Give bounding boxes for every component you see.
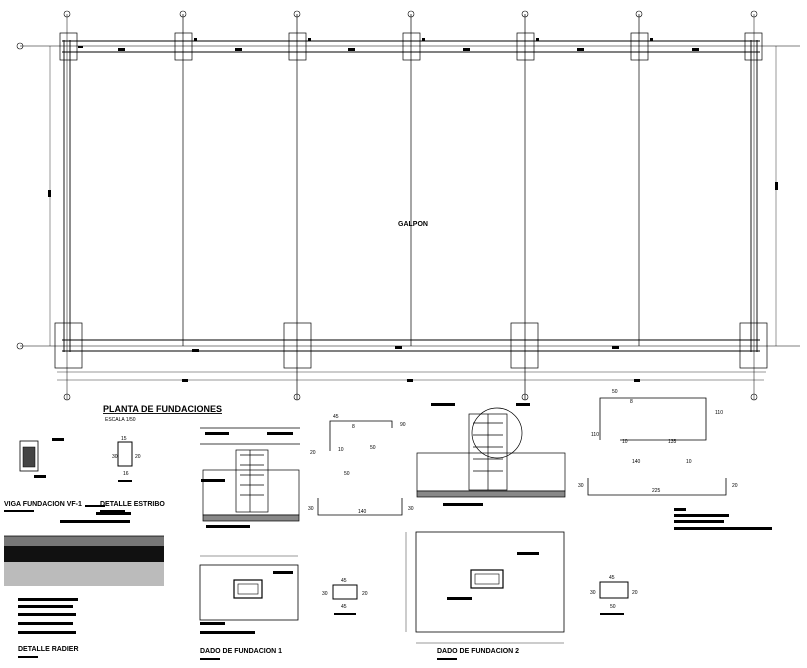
svg-text:50: 50 (344, 471, 350, 477)
svg-text:30: 30 (322, 591, 328, 597)
svg-text:140: 140 (358, 509, 367, 515)
dado-fundacion-2: DADO DE FUNDACION 2 (405, 531, 565, 660)
svg-text:10: 10 (686, 459, 692, 465)
stirrup-2: 45 30 50 20 (590, 575, 638, 615)
viga-fundacion-detail: VIGA FUNDACION VF-1 (4, 438, 82, 512)
svg-text:135: 135 (668, 439, 677, 445)
svg-text:10: 10 (338, 447, 344, 453)
estribo-title: DETALLE ESTRIBO (100, 501, 165, 508)
stirrup-1: 45 30 45 20 (322, 578, 368, 615)
svg-text:30: 30 (408, 506, 414, 512)
svg-text:30: 30 (578, 483, 584, 489)
svg-text:45: 45 (609, 575, 615, 581)
svg-text:50: 50 (370, 445, 376, 451)
svg-text:8: 8 (352, 424, 355, 430)
svg-text:30: 30 (590, 590, 596, 596)
estribo-detail: 15 30 20 16 DETALLE ESTRIBO (100, 436, 165, 512)
svg-text:20: 20 (310, 450, 316, 456)
svg-text:10: 10 (622, 439, 628, 445)
radier-detail: DETALLE RADIER (4, 505, 164, 658)
plan-tags (48, 38, 778, 382)
svg-text:20: 20 (632, 590, 638, 596)
svg-text:30: 30 (308, 506, 314, 512)
bar-b: 50 8 110 110 10 135 140 10 30 225 20 (578, 389, 738, 496)
dado-fundacion-1: DADO DE FUNDACION 1 (199, 555, 299, 660)
dado1-title: DADO DE FUNDACION 1 (200, 648, 282, 655)
radier-title: DETALLE RADIER (18, 646, 79, 653)
svg-text:8: 8 (630, 399, 633, 405)
viga-title: VIGA FUNDACION VF-1 (4, 501, 82, 508)
svg-text:20: 20 (362, 591, 368, 597)
footing-section-1 (200, 427, 300, 528)
svg-text:110: 110 (591, 432, 599, 438)
main-plan (20, 14, 800, 400)
svg-text:225: 225 (652, 488, 661, 494)
svg-text:45: 45 (341, 604, 347, 610)
notes-block (674, 508, 772, 530)
svg-text:20: 20 (732, 483, 738, 489)
plan-title: PLANTA DE FUNDACIONES (103, 404, 222, 414)
svg-text:90: 90 (400, 422, 406, 428)
svg-text:50: 50 (610, 604, 616, 610)
svg-text:15: 15 (121, 436, 127, 442)
svg-text:45: 45 (341, 578, 347, 584)
svg-text:20: 20 (135, 454, 141, 460)
svg-text:30: 30 (112, 454, 118, 460)
bar-a: 45 8 10 20 50 90 50 140 30 30 (308, 414, 414, 516)
grid-bubbles (16, 10, 758, 401)
galpon-label: GALPON (398, 221, 428, 228)
svg-text:110: 110 (715, 410, 723, 416)
svg-text:45: 45 (333, 414, 339, 420)
svg-text:16: 16 (123, 471, 129, 477)
svg-text:50: 50 (612, 389, 618, 395)
footing-section-2 (416, 403, 566, 506)
svg-text:140: 140 (632, 459, 641, 465)
dado2-title: DADO DE FUNDACION 2 (437, 648, 519, 655)
plan-scale: ESCALA 1/50 (105, 417, 136, 423)
